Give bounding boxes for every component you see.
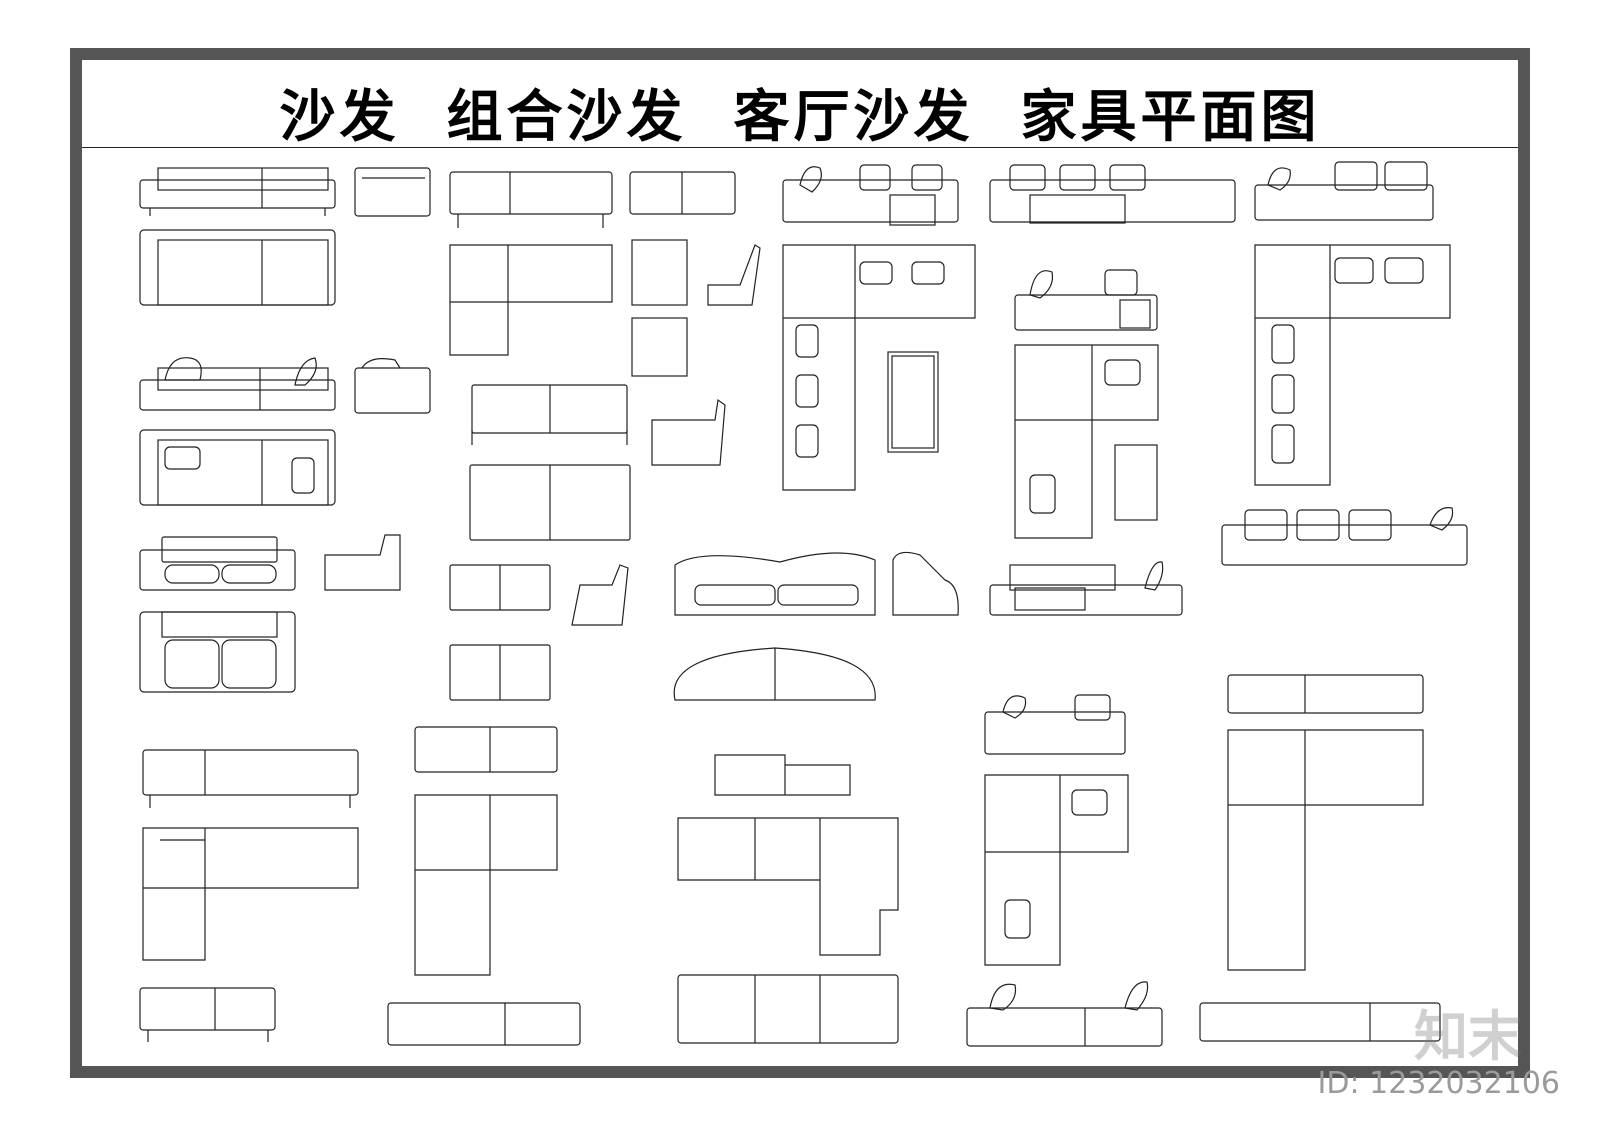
sofa-front-elevation-4 bbox=[387, 1002, 581, 1046]
l-sectional-plan-7 bbox=[984, 774, 1129, 966]
sofa-front-elevation-2 bbox=[139, 357, 336, 411]
sectional-front-elevation-3 bbox=[414, 726, 558, 773]
sectional-plan-2 bbox=[449, 244, 613, 356]
small-sofa-plan bbox=[449, 644, 551, 701]
drawing-sheet bbox=[82, 60, 1518, 1066]
sectional-front-elevation-4 bbox=[782, 164, 959, 226]
l-sectional-plan-12 bbox=[1227, 729, 1424, 971]
loveseat-front-elevation bbox=[139, 536, 296, 591]
long-sofa-front-elevation-3 bbox=[1199, 1002, 1441, 1042]
sofa-front-elevation-3 bbox=[139, 987, 276, 1042]
title-bar: 沙发 组合沙发 客厅沙发 家具平面图 bbox=[82, 60, 1518, 150]
sofa-front-elevation-5 bbox=[677, 974, 899, 1044]
loveseat-side-elevation bbox=[324, 534, 401, 591]
small-sofa-elevation bbox=[449, 564, 629, 626]
sofa-plan-1 bbox=[139, 229, 336, 306]
curved-sofa-side-elevation bbox=[892, 551, 959, 616]
page-title: 沙发 组合沙发 客厅沙发 家具平面图 bbox=[279, 85, 1321, 150]
l-sectional-plan-11 bbox=[1254, 244, 1451, 486]
watermark-id: ID: 1232032106 bbox=[1317, 1066, 1560, 1101]
sectional-front-elevation-8 bbox=[989, 561, 1183, 616]
sofa-front-elevation-1 bbox=[139, 167, 336, 216]
l-sectional-plan-6 bbox=[1014, 344, 1159, 539]
sectional-front-elevation-2 bbox=[449, 171, 613, 228]
sectional-plan-3 bbox=[414, 794, 558, 976]
loveseat-plan bbox=[139, 611, 296, 693]
wood-chair-side-elevation bbox=[651, 398, 726, 466]
sectional-front-elevation-11 bbox=[1254, 161, 1434, 221]
sofa-side-elevation-1 bbox=[354, 167, 431, 217]
corner-sofa-plan-1 bbox=[142, 827, 359, 961]
chair-front-elevation bbox=[629, 171, 736, 215]
sofa-side-elevation-2 bbox=[354, 358, 431, 414]
sectional-plan-5 bbox=[677, 817, 899, 956]
sectional-front-elevation-7 bbox=[1014, 269, 1158, 331]
sectional-front-elevation-6 bbox=[989, 164, 1236, 224]
sectional-front-elevation-9 bbox=[984, 694, 1126, 755]
armchair-elevations bbox=[631, 239, 761, 377]
sofa-plan-2 bbox=[139, 429, 336, 506]
chaise-front-elevation bbox=[714, 754, 851, 796]
corner-sofa-front-elevation-1 bbox=[142, 749, 359, 808]
long-sofa-front-elevation-2 bbox=[1227, 674, 1424, 714]
sofa-front-elevation-10 bbox=[966, 981, 1163, 1047]
curved-sofa-plan bbox=[673, 647, 876, 701]
curved-sofa-front-elevation bbox=[674, 552, 876, 616]
l-sectional-plan-4 bbox=[782, 244, 976, 491]
long-sofa-front-elevation bbox=[1221, 507, 1468, 566]
wood-sofa-front-elevation bbox=[471, 384, 628, 445]
watermark-logo: 知末 bbox=[1414, 1005, 1522, 1068]
wood-sofa-plan bbox=[469, 464, 631, 541]
